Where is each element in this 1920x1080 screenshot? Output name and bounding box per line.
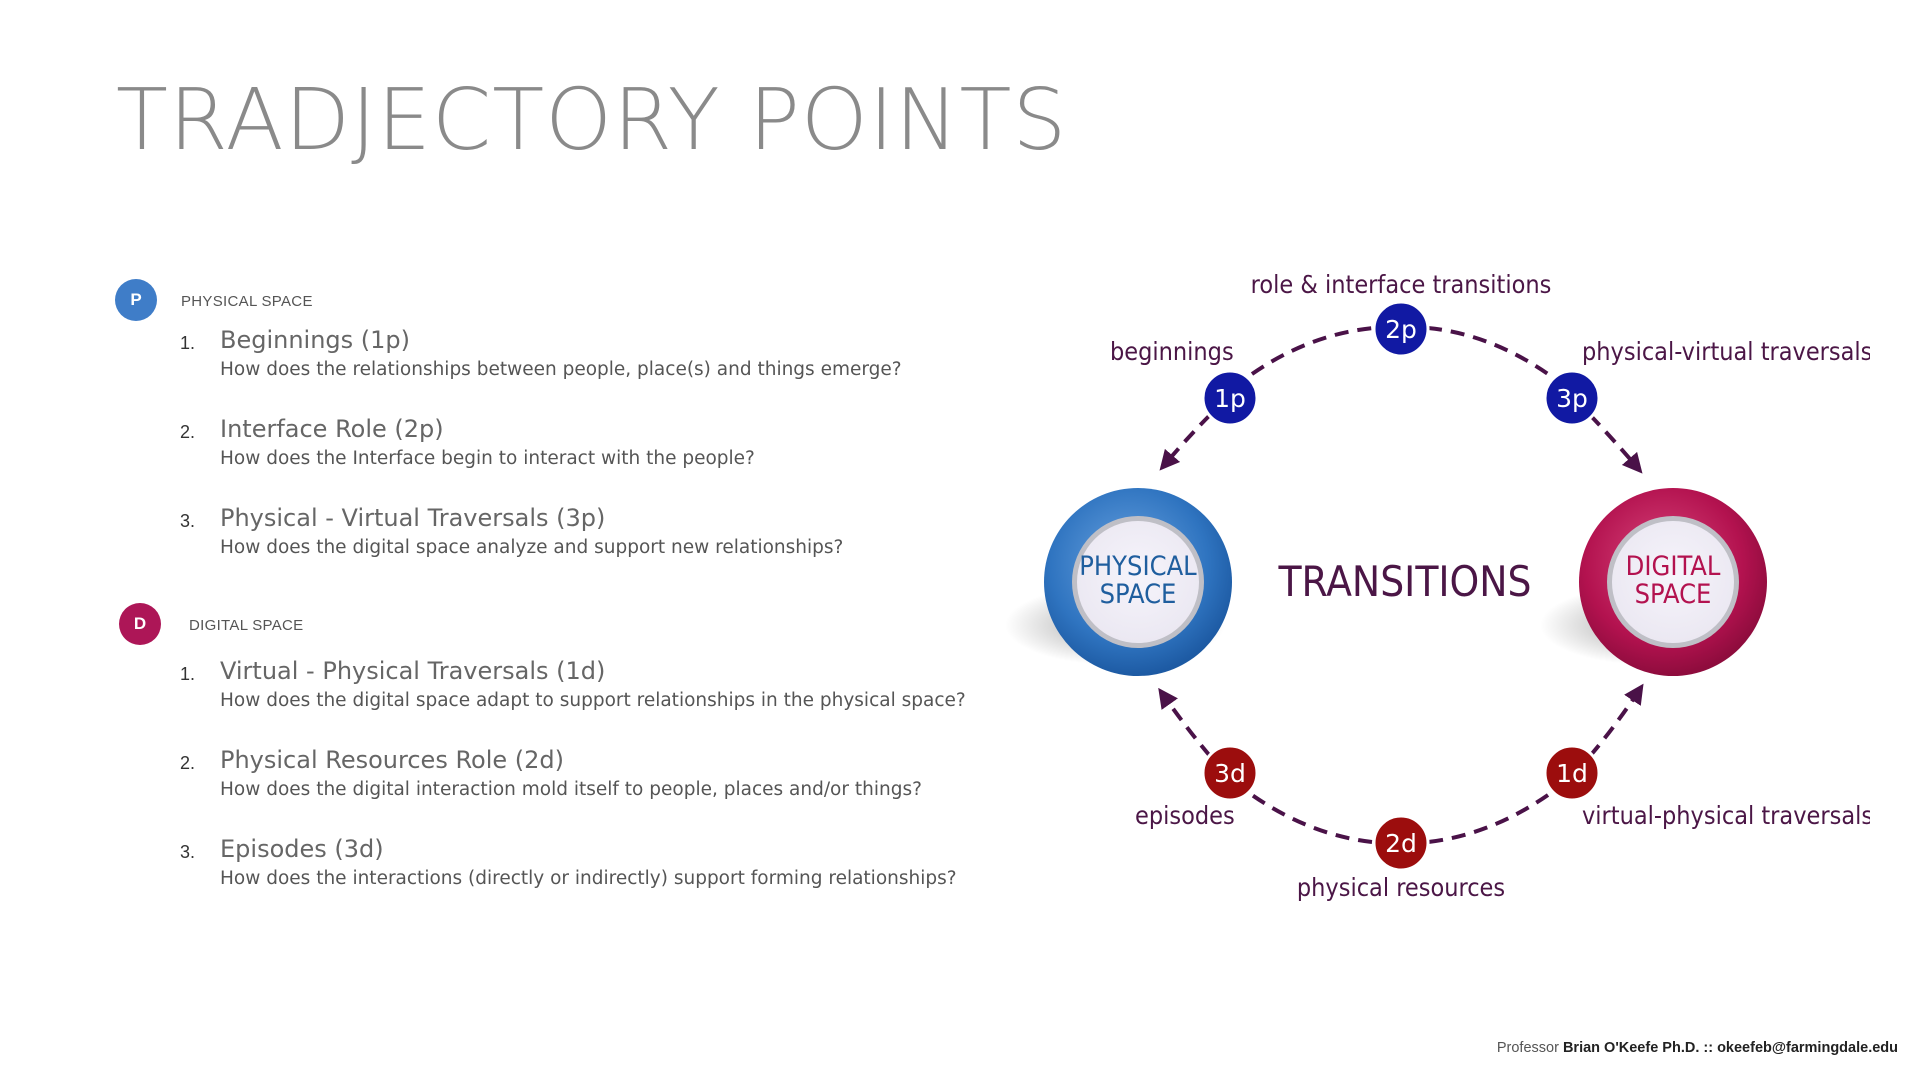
node-1d: 1d <box>1543 744 1601 802</box>
item-number: 1. <box>180 333 196 353</box>
arc-3p-to-digital <box>1588 413 1643 474</box>
item-description: How does the digital space analyze and s… <box>220 537 844 558</box>
arc-3d-to-physical <box>1158 687 1212 758</box>
label-role-interface: role & interface transitions <box>1251 270 1552 299</box>
label-virtual-physical: virtual-physical traversals <box>1582 801 1870 830</box>
label-physical-resources: physical resources <box>1297 873 1505 902</box>
transitions-diagram: PHYSICAL SPACE DIGITAL SPACE TRANSITIONS… <box>1005 270 1870 902</box>
footer-name: Brian O'Keefe Ph.D. :: okeefeb@farmingda… <box>1562 1040 1898 1056</box>
digital-space-line1: DIGITAL <box>1626 551 1721 582</box>
digital-space-circle: DIGITAL SPACE <box>1540 488 1767 676</box>
item-description: How does the digital space adapt to supp… <box>220 690 966 711</box>
item-heading: Physical - Virtual Traversals (3p) <box>220 504 606 532</box>
node-1p: 1p <box>1201 369 1259 427</box>
node-3d-label: 3d <box>1214 759 1246 788</box>
node-3p-label: 3p <box>1556 384 1588 413</box>
item-heading: Interface Role (2p) <box>220 415 444 443</box>
node-2d-label: 2d <box>1385 829 1417 858</box>
item-heading: Episodes (3d) <box>220 835 384 863</box>
item-number: 1. <box>180 664 196 684</box>
physical-space-badge: P <box>115 279 157 321</box>
arc-2d-to-3d <box>1250 793 1373 844</box>
item-description: How does the relationships between peopl… <box>220 359 902 380</box>
label-beginnings: beginnings <box>1110 337 1234 366</box>
node-2d: 2d <box>1372 814 1430 872</box>
item-description: How does the Interface begin to interact… <box>220 448 755 469</box>
label-episodes: episodes <box>1135 801 1235 830</box>
digital-space-label: DIGITAL SPACE <box>189 617 304 634</box>
item-number: 2. <box>180 422 196 442</box>
item-heading: Virtual - Physical Traversals (1d) <box>220 657 606 685</box>
physical-space-line1: PHYSICAL <box>1079 551 1197 582</box>
arc-1p-to-physical <box>1159 413 1212 471</box>
node-3p: 3p <box>1543 369 1601 427</box>
node-2p: 2p <box>1372 300 1430 358</box>
digital-space-line2: SPACE <box>1635 579 1712 610</box>
footer-credit: Professor Brian O'Keefe Ph.D. :: okeefeb… <box>1497 1040 1898 1056</box>
physical-space-circle: PHYSICAL SPACE <box>1005 488 1232 676</box>
arc-1d-to-digital <box>1588 683 1644 758</box>
node-1d-label: 1d <box>1556 759 1588 788</box>
item-heading: Beginnings (1p) <box>220 326 411 354</box>
item-number: 2. <box>180 753 196 773</box>
arc-2p-to-3p <box>1427 326 1550 376</box>
node-2p-label: 2p <box>1385 315 1417 344</box>
transitions-center-label: TRANSITIONS <box>1277 557 1531 606</box>
slide-title: TRADJECTORY POINTS <box>116 71 1068 170</box>
physical-space-label: PHYSICAL SPACE <box>181 293 313 310</box>
item-heading: Physical Resources Role (2d) <box>220 746 565 774</box>
footer-prefix: Professor <box>1496 1040 1559 1056</box>
transition-arcs <box>1158 326 1644 844</box>
item-description: How does the digital interaction mold it… <box>220 779 922 800</box>
item-number: 3. <box>180 511 196 531</box>
item-number: 3. <box>180 842 196 862</box>
node-3d: 3d <box>1201 744 1259 802</box>
arc-1p-to-2p <box>1250 326 1375 376</box>
node-1p-label: 1p <box>1214 384 1246 413</box>
arc-1d-to-2d <box>1427 793 1550 844</box>
physical-space-line2: SPACE <box>1100 579 1177 610</box>
label-physical-virtual: physical-virtual traversals <box>1582 337 1870 366</box>
item-description: How does the interactions (directly or i… <box>220 868 957 889</box>
digital-space-badge: D <box>119 603 161 645</box>
